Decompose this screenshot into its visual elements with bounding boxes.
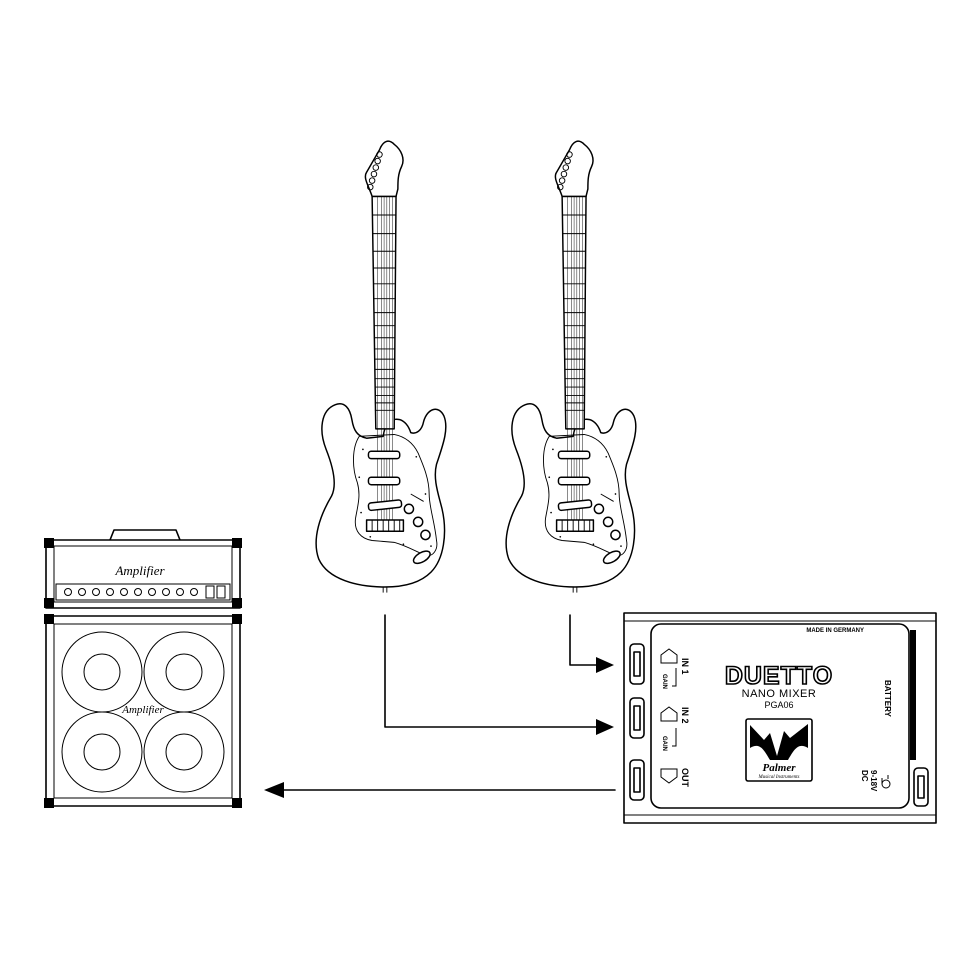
amplifier-stack: Amplifier (44, 529, 242, 808)
out-label: OUT (680, 768, 690, 788)
in2-label: IN 2 (680, 707, 690, 724)
battery-label: BATTERY (883, 680, 892, 718)
gain2-label: GAIN (661, 736, 667, 751)
dc-jack[interactable] (913, 767, 929, 807)
out-jack[interactable] (629, 759, 645, 801)
cable-out-to-amp (264, 782, 616, 798)
brand-label: Palmer (763, 762, 797, 774)
dc-label: DC (860, 770, 869, 782)
mixer-title: DUETTO (725, 662, 833, 690)
brand-sub-label: Musical Instruments (758, 775, 800, 780)
mixer-subtitle: NANO MIXER (742, 688, 817, 700)
guitar-2 (505, 140, 637, 594)
dc-polarity-icon (881, 775, 891, 789)
cable-guitar1-to-in2 (384, 614, 614, 735)
cable-guitar2-to-in1 (569, 614, 614, 673)
amp-cab-logo: Amplifier (121, 704, 164, 716)
palmer-logo: Palmer Musical Instruments (745, 718, 813, 782)
power-label: 9-18V (869, 770, 878, 792)
amp-head-logo: Amplifier (114, 563, 165, 578)
in1-label: IN 1 (680, 658, 690, 675)
in2-jack[interactable] (629, 697, 645, 739)
gain1-label: GAIN (661, 674, 667, 689)
mixer-model: PGA06 (764, 700, 793, 710)
made-in-label: MADE IN GERMANY (806, 628, 864, 634)
in1-jack[interactable] (629, 643, 645, 685)
duetto-mixer: MADE IN GERMANY IN 1 IN 2 OUT GAIN GAIN … (623, 612, 937, 824)
guitar-1 (315, 140, 447, 594)
